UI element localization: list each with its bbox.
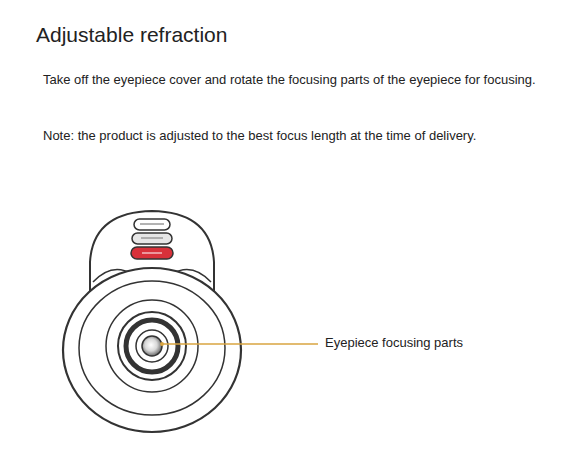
eyepiece-focusing-ring: [118, 312, 186, 380]
page-title: Adjustable refraction: [36, 22, 227, 47]
note-text: Note: the product is adjusted to the bes…: [43, 124, 568, 148]
eyecup: [63, 268, 241, 432]
instruction-text: Take off the eyepiece cover and rotate t…: [43, 68, 538, 92]
leader-line: [160, 342, 318, 346]
control-buttons: [131, 219, 173, 259]
part-label: Eyepiece focusing parts: [325, 335, 565, 352]
